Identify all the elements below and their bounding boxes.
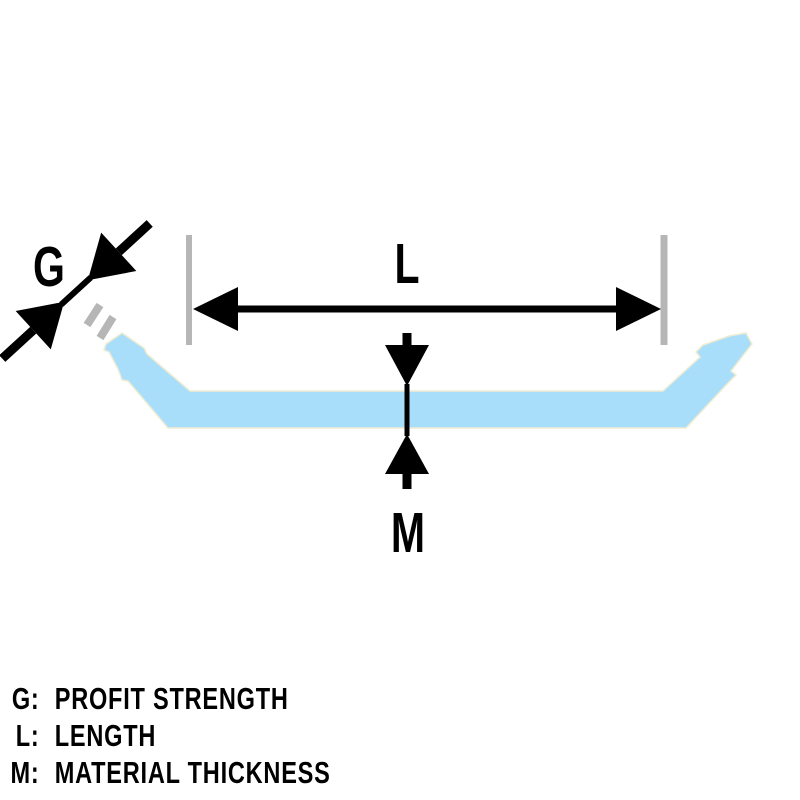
legend-label: LENGTH [54, 718, 157, 753]
length-arrowhead-right-icon [616, 287, 661, 331]
gauge-indicator [0, 220, 153, 362]
diagram-canvas: G L M [0, 220, 753, 565]
break-mark-icon [83, 302, 104, 328]
thickness-indicator: M [385, 333, 429, 565]
length-label: L [394, 231, 419, 295]
gauge-arrowhead-icon [15, 301, 65, 350]
material-profile-shape [103, 332, 753, 429]
gauge-tail-line [0, 326, 37, 362]
break-marks [83, 302, 117, 341]
thickness-arrowhead-up-icon [385, 434, 429, 474]
gauge-center-line [59, 275, 93, 307]
legend-row-length: L: LENGTH [0, 717, 395, 754]
gauge-label: G [33, 234, 65, 298]
thickness-label: M [391, 500, 425, 564]
gauge-arrowhead-icon [87, 232, 137, 281]
legend-key: M: [10, 755, 40, 790]
gauge-tail-line [115, 220, 153, 256]
legend-row-gauge: G: PROFIT STRENGTH [0, 680, 395, 717]
length-arrowhead-left-icon [193, 287, 238, 331]
legend-key: L: [15, 718, 40, 753]
legend-label: PROFIT STRENGTH [54, 681, 289, 716]
legend-row-thickness: M: MATERIAL THICKNESS [0, 754, 395, 791]
legend: G: PROFIT STRENGTH L: LENGTH M: MATERIAL… [0, 680, 395, 791]
length-dimension: L [186, 231, 668, 345]
thickness-arrowhead-down-icon [385, 345, 429, 386]
legend-key: G: [11, 681, 40, 716]
legend-label: MATERIAL THICKNESS [54, 755, 331, 790]
break-mark-icon [96, 314, 117, 341]
